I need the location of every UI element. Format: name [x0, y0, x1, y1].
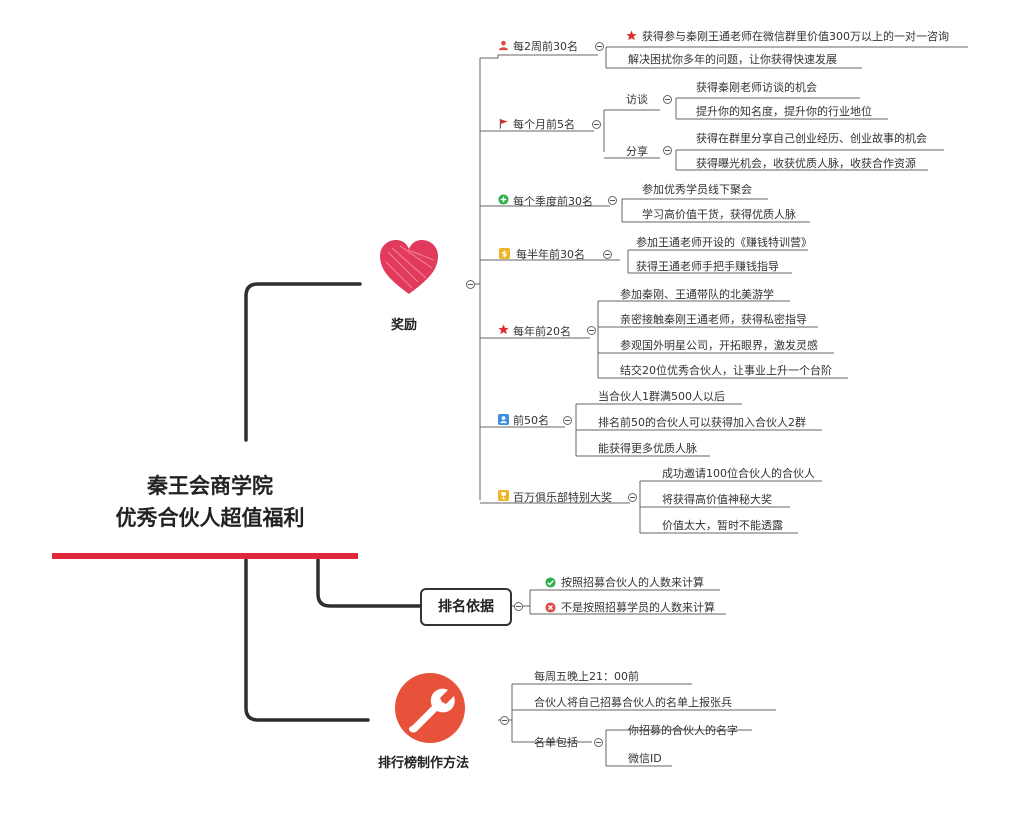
leaf: 获得在群里分享自己创业经历、创业故事的机会 — [696, 132, 927, 145]
leaf: 解决困扰你多年的问题，让你获得快速发展 — [628, 53, 837, 66]
person-icon — [498, 40, 509, 51]
topic-method[interactable]: 排行榜制作方法 — [378, 756, 470, 771]
collapse-quarterly[interactable] — [608, 196, 617, 205]
root-topic[interactable]: 秦王会商学院 优秀合伙人超值福利 — [70, 470, 350, 534]
leaf: 合伙人将自己招募合伙人的名单上报张兵 — [534, 696, 732, 709]
sub-branch-share[interactable]: 分享 — [626, 145, 648, 158]
leaf: 按照招募合伙人的人数来计算 — [561, 576, 704, 589]
collapse-rewards[interactable] — [466, 280, 475, 289]
badge-icon — [498, 414, 509, 425]
collapse-yearly[interactable] — [587, 326, 596, 335]
branch-yearly[interactable]: 每年前20名 — [513, 325, 571, 338]
cross-icon — [545, 602, 556, 613]
svg-text:$: $ — [502, 249, 508, 259]
plus-circle-icon — [498, 194, 509, 205]
leaf: 价值太大，暂时不能透露 — [662, 519, 783, 532]
leaf: 获得参与秦刚王通老师在微信群里价值300万以上的一对一咨询 — [642, 30, 949, 43]
collapse-interview[interactable] — [663, 95, 672, 104]
flag-icon — [499, 118, 508, 129]
branch-monthly[interactable]: 每个月前5名 — [513, 118, 575, 131]
leaf: 排名前50的合伙人可以获得加入合伙人2群 — [598, 416, 806, 429]
branch-top50[interactable]: 前50名 — [513, 414, 549, 427]
leaf: 参加优秀学员线下聚会 — [642, 183, 752, 196]
star-icon — [626, 30, 637, 41]
heart-icon — [380, 240, 438, 294]
wrench-icon — [395, 673, 465, 743]
sub-branch-interview[interactable]: 访谈 — [626, 93, 648, 106]
leaf: 获得王通老师手把手赚钱指导 — [636, 260, 779, 273]
topic-ranking[interactable]: 排名依据 — [420, 588, 512, 626]
collapse-top50[interactable] — [563, 416, 572, 425]
root-title-line1: 秦王会商学院 — [147, 474, 273, 498]
leaf: 成功邀请100位合伙人的合伙人 — [662, 467, 815, 480]
leaf: 学习高价值干货，获得优质人脉 — [642, 208, 796, 221]
collapse-list[interactable] — [594, 738, 603, 747]
leaf: 获得秦刚老师访谈的机会 — [696, 81, 817, 94]
leaf: 你招募的合伙人的名字 — [628, 724, 738, 737]
branch-biweekly[interactable]: 每2周前30名 — [513, 40, 578, 53]
collapse-share[interactable] — [663, 146, 672, 155]
leaf: 当合伙人1群满500人以后 — [598, 390, 725, 403]
sub-branch-list[interactable]: 名单包括 — [534, 736, 578, 749]
dollar-icon: $ — [499, 248, 510, 259]
trophy-icon — [498, 490, 509, 501]
leaf: 亲密接触秦刚王通老师，获得私密指导 — [620, 313, 807, 326]
collapse-biweekly[interactable] — [595, 42, 604, 51]
root-underline — [52, 553, 358, 559]
leaf: 参加秦刚、王通带队的北美游学 — [620, 288, 774, 301]
leaf: 不是按照招募学员的人数来计算 — [561, 601, 715, 614]
star-icon — [498, 324, 509, 335]
collapse-ranking[interactable] — [514, 602, 523, 611]
collapse-million-club[interactable] — [628, 493, 637, 502]
branch-quarterly[interactable]: 每个季度前30名 — [513, 195, 593, 208]
topic-rewards[interactable]: 奖励 — [391, 318, 418, 333]
collapse-monthly[interactable] — [592, 120, 601, 129]
leaf: 微信ID — [628, 752, 662, 765]
leaf: 参观国外明星公司，开拓眼界，激发灵感 — [620, 339, 818, 352]
leaf: 提升你的知名度，提升你的行业地位 — [696, 105, 872, 118]
root-title-line2: 优秀合伙人超值福利 — [115, 506, 305, 530]
leaf: 能获得更多优质人脉 — [598, 442, 697, 455]
leaf: 参加王通老师开设的《赚钱特训营》 — [636, 236, 812, 249]
collapse-half-year[interactable] — [603, 250, 612, 259]
leaf: 每周五晚上21：00前 — [534, 670, 639, 683]
collapse-method[interactable] — [500, 716, 509, 725]
check-icon — [545, 577, 556, 588]
leaf: 获得曝光机会，收获优质人脉，收获合作资源 — [696, 157, 916, 170]
leaf: 将获得高价值神秘大奖 — [662, 493, 772, 506]
leaf: 结交20位优秀合伙人，让事业上升一个台阶 — [620, 364, 832, 377]
branch-half-year[interactable]: 每半年前30名 — [516, 248, 585, 261]
branch-million-club[interactable]: 百万俱乐部特别大奖 — [513, 491, 612, 504]
